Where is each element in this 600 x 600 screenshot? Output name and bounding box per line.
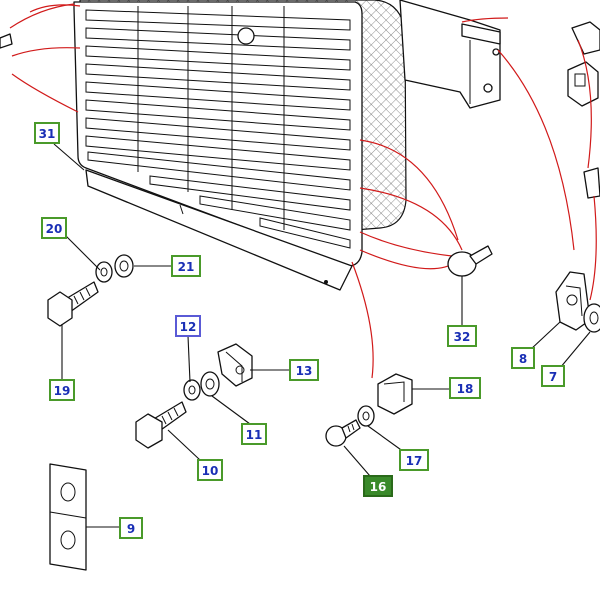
red-leader-lines (9, 3, 597, 379)
washer-21 (114, 254, 134, 278)
callout-7[interactable]: 7 (541, 365, 565, 387)
callout-8[interactable]: 8 (511, 347, 535, 369)
mounting-plate-9 (49, 463, 87, 571)
support-bracket (399, 0, 501, 109)
callout-17[interactable]: 17 (399, 449, 429, 471)
radiator-grille (73, 0, 407, 267)
callout-12[interactable]: 12 (175, 315, 201, 337)
svg-text:7: 7 (549, 370, 557, 384)
svg-text:13: 13 (296, 364, 313, 378)
svg-text:19: 19 (54, 384, 71, 398)
svg-text:21: 21 (178, 260, 195, 274)
washer-20 (95, 261, 113, 283)
bolt-10 (135, 401, 187, 449)
callout-21[interactable]: 21 (171, 255, 201, 277)
washer-17 (357, 405, 375, 427)
svg-text:20: 20 (46, 222, 63, 236)
callout-10[interactable]: 10 (197, 459, 223, 481)
svg-text:17: 17 (406, 454, 423, 468)
callout-11[interactable]: 11 (241, 423, 267, 445)
callout-9[interactable]: 9 (119, 517, 143, 539)
callout-18[interactable]: 18 (449, 377, 481, 399)
svg-text:8: 8 (519, 352, 527, 366)
washer-11 (200, 371, 220, 397)
clip-nut-18 (377, 373, 413, 415)
clip-nut-13 (217, 343, 253, 387)
svg-text:32: 32 (454, 330, 471, 344)
bolt-19 (47, 281, 99, 327)
svg-text:16: 16 (370, 480, 387, 494)
svg-text:9: 9 (127, 522, 135, 536)
grommet-7 (583, 303, 600, 333)
push-rivet-32 (447, 245, 493, 277)
screw-16 (325, 419, 361, 447)
clip-bracket-lower (583, 167, 600, 199)
clip-bracket (567, 61, 599, 107)
edge-screw (0, 33, 13, 49)
callout-31[interactable]: 31 (34, 122, 60, 144)
svg-text:18: 18 (457, 382, 474, 396)
callout-leaders (53, 143, 591, 528)
callout-16[interactable]: 16 (363, 475, 393, 497)
callout-32[interactable]: 32 (447, 325, 477, 347)
callout-20[interactable]: 20 (41, 217, 67, 239)
svg-text:11: 11 (246, 428, 263, 442)
washer-12 (183, 379, 201, 401)
svg-text:12: 12 (180, 320, 197, 334)
svg-text:31: 31 (39, 127, 56, 141)
callout-19[interactable]: 19 (49, 379, 75, 401)
callout-13[interactable]: 13 (289, 359, 319, 381)
trim-strip (85, 169, 353, 291)
svg-text:10: 10 (202, 464, 219, 478)
clip-bracket-upper (571, 21, 600, 55)
